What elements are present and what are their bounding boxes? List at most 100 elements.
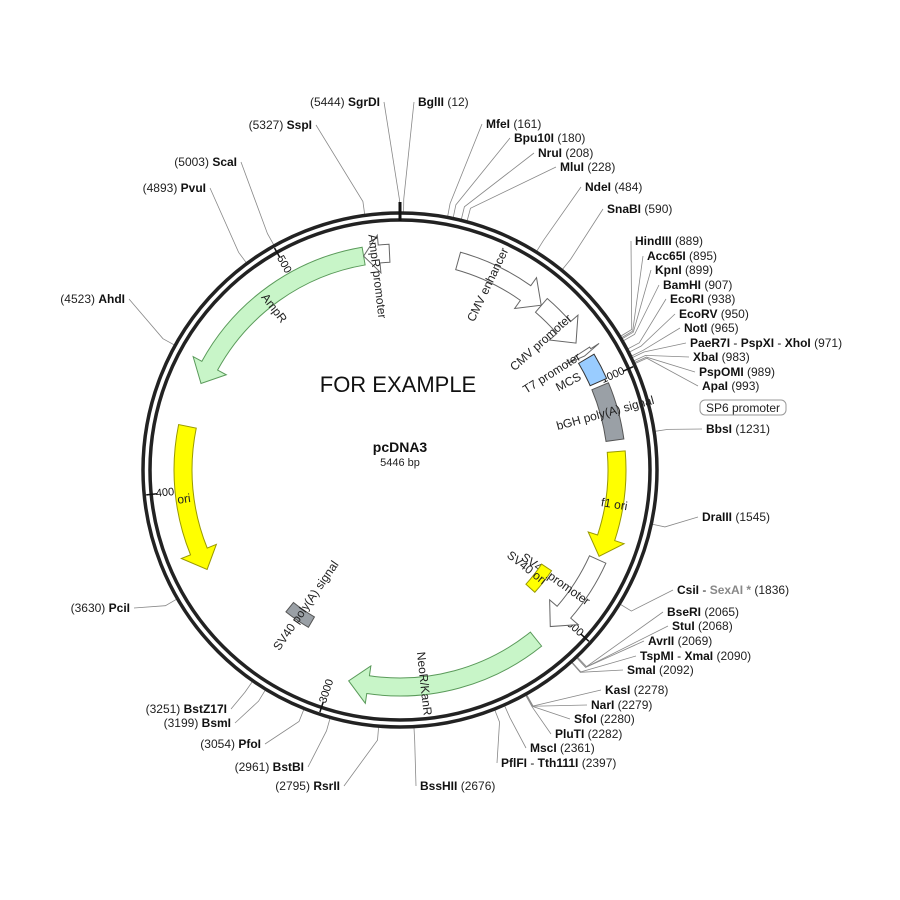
site-name: SnaBI [607, 202, 641, 216]
site-label: (3199) BsmI [164, 716, 231, 730]
leader-line-bpu10i [452, 137, 511, 219]
site-scai: (5003) ScaI [174, 155, 237, 169]
site-position: (228) [584, 160, 615, 174]
site-nrui: NruI (208) [538, 146, 593, 160]
leader-line-scai [240, 161, 275, 247]
feature-arrow-ampr [192, 246, 366, 385]
site-name: BseRI [667, 605, 701, 619]
site-name: MluI [560, 160, 584, 174]
site-name: MfeI [486, 117, 510, 131]
site-name: Tth111I [538, 756, 579, 770]
site-bbsi: BbsI (1231) [706, 422, 770, 436]
site-position: (208) [562, 146, 593, 160]
site-label: PaeR7I - PspXI - XhoI (971) [690, 336, 842, 350]
feature-bgh-polya: bGH poly(A) signal [555, 382, 656, 442]
site-position: (2065) [701, 605, 739, 619]
site-position: (3630) [71, 601, 109, 615]
site-name: SmaI [627, 663, 656, 677]
leader-line-sfoi [525, 693, 571, 720]
leader-line-rsrii [343, 726, 380, 787]
site-label: BamHI (907) [663, 278, 732, 292]
feature-arrow-ampr-promoter [362, 233, 391, 275]
site-position: (2278) [630, 683, 668, 697]
feature-neor-kanr: NeoR/KanR [347, 631, 543, 717]
site-leader-lines [128, 101, 703, 787]
site-position: (989) [744, 365, 775, 379]
site-name: BsmI [202, 716, 231, 730]
site-label: TspMI - XmaI (2090) [640, 649, 751, 663]
site-sgrdi: (5444) SgrDI [310, 95, 380, 109]
site-name: BssHII [420, 779, 457, 793]
site-name: HindIII [635, 234, 672, 248]
plasmid-backbone [141, 211, 659, 729]
site-position: (2676) [457, 779, 495, 793]
backbone-inner-ring [148, 218, 652, 722]
site-name: PspOMI [699, 365, 744, 379]
site-position: (180) [554, 131, 585, 145]
sp6-promoter-box: SP6 promoter [699, 399, 787, 416]
restriction-site-labels: BglII (12) MfeI (161)Bpu10I (180)NruI (20… [60, 95, 842, 793]
site-position: (5444) [310, 95, 348, 109]
leader-line-nrui [460, 152, 535, 221]
site-name: EcoRV [679, 307, 717, 321]
separator: - [774, 336, 785, 350]
site-position: (938) [704, 292, 735, 306]
site-label: DraIII (1545) [702, 510, 770, 524]
site-position: (2068) [695, 619, 733, 633]
feature-label-neor-kanr: NeoR/KanR [414, 651, 435, 717]
site-bstbi: (2961) BstBI [235, 760, 304, 774]
site-position: (484) [611, 180, 642, 194]
site-mlui: MluI (228) [560, 160, 615, 174]
site-label: Acc65I (895) [647, 249, 717, 263]
site-name: DraIII [702, 510, 732, 524]
site-bamhi: BamHI (907) [663, 278, 732, 292]
site-bpu10i: Bpu10I (180) [514, 131, 585, 145]
leader-line-pflfi [494, 708, 500, 764]
site-position: (1231) [732, 422, 770, 436]
site-pspomi: PspOMI (989) [699, 365, 775, 379]
site-position: (983) [718, 350, 749, 364]
site-label: StuI (2068) [672, 619, 733, 633]
backbone-outer-ring [141, 211, 659, 729]
site-pvui: (4893) PvuI [143, 181, 206, 195]
leader-line-ndei [535, 186, 582, 253]
site-name: SfoI [574, 712, 597, 726]
leader-line-pspomi [633, 356, 696, 373]
site-pfoi: (3054) PfoI [200, 737, 261, 751]
site-name: NdeI [585, 180, 611, 194]
leader-line-bsshii [413, 726, 417, 787]
sp6-promoter-label: SP6 promoter [706, 401, 780, 415]
tick-mark-1000 [622, 366, 634, 372]
site-position: (2282) [584, 727, 622, 741]
site-draiii: DraIII (1545) [702, 510, 770, 524]
site-label: NotI (965) [684, 321, 739, 335]
leader-line-apai [633, 357, 699, 387]
site-label: PflFI - Tth111I (2397) [501, 756, 616, 770]
leader-line-mlui [466, 166, 557, 222]
site-label: (3251) BstZ17I [146, 702, 227, 716]
site-label: (5003) ScaI [174, 155, 237, 169]
site-label: BseRI (2065) [667, 605, 739, 619]
site-position: (161) [510, 117, 541, 131]
site-label: EcoRV (950) [679, 307, 749, 321]
site-pcii: (3630) PciI [71, 601, 130, 615]
site-name: PflFI [501, 756, 527, 770]
site-position: (2069) [674, 634, 712, 648]
site-label: BssHII (2676) [420, 779, 495, 793]
site-snabi: SnaBI (590) [607, 202, 672, 216]
leader-line-mfei [447, 123, 483, 218]
site-position: (899) [682, 263, 713, 277]
site-label: BglII (12) [418, 95, 469, 109]
site-name: BglII [418, 95, 444, 109]
site-label: KpnI (899) [655, 263, 713, 277]
site-label: HindIII (889) [635, 234, 703, 248]
site-name: RsrII [313, 779, 340, 793]
site-label: SnaBI (590) [607, 202, 672, 216]
site-name: XhoI [785, 336, 811, 350]
site-name: BbsI [706, 422, 732, 436]
site-position: (965) [707, 321, 738, 335]
site-label: (2795) RsrII [275, 779, 340, 793]
feature-label-f1-ori: f1 ori [600, 495, 629, 513]
tick-mark-3000 [319, 701, 325, 713]
